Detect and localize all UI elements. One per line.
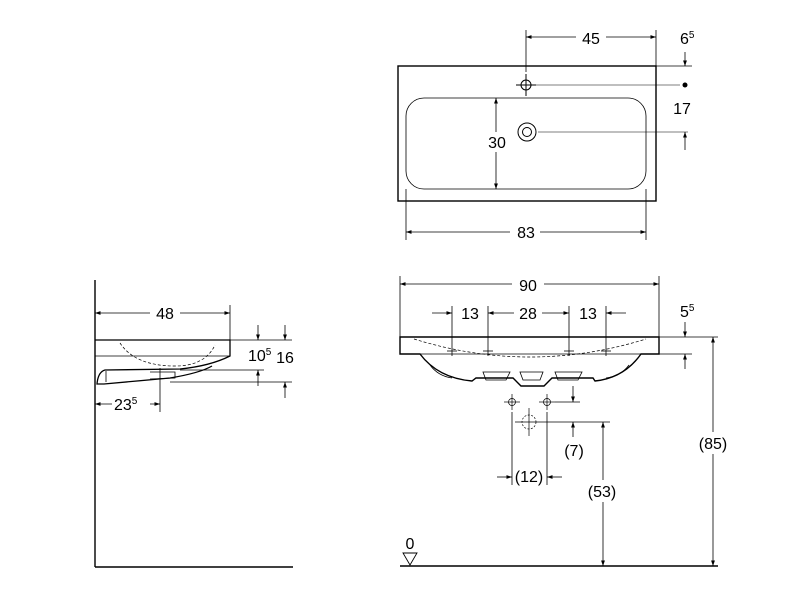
side-bowl-hidden-line [119, 342, 216, 367]
side-view-labels: 48 105 16 235 [112, 303, 294, 414]
label-rim-height: (85) [699, 436, 727, 453]
label-total-height: 16 [276, 350, 294, 367]
label-drain-height: (53) [588, 484, 616, 501]
label-floor-level: 0 [406, 536, 415, 553]
top-view [397, 30, 692, 240]
drain-crosshair-symbols [504, 394, 555, 436]
floor-level-triangle [402, 552, 418, 566]
label-width-83: 83 [517, 225, 535, 242]
basin-side-outline [95, 339, 231, 385]
label-tap-offset: 45 [582, 31, 600, 48]
label-width-90: 90 [519, 278, 537, 295]
dim-line-5-5 [659, 322, 718, 369]
dim-line-7 [543, 386, 610, 437]
tap-hole-symbol [516, 74, 680, 96]
label-bracket-left: 13 [461, 306, 479, 323]
label-drain-drop: (7) [564, 443, 584, 460]
top-view-outline [397, 65, 657, 202]
label-drain-offset: 17 [673, 101, 691, 118]
label-bowl-depth: 30 [488, 135, 506, 152]
bowl-hidden-line [413, 338, 647, 358]
label-drain-depth: 235 [114, 396, 138, 414]
dim-line-12 [497, 412, 562, 485]
side-view [94, 280, 293, 568]
reference-point-marker [682, 82, 688, 88]
top-view-bowl [405, 97, 647, 190]
label-front-height: 105 [248, 347, 272, 365]
dim-line-heights [170, 325, 292, 398]
dim-line-6-5 [656, 52, 692, 67]
label-rim-thickness: 55 [680, 303, 695, 321]
bracket-hole-markers [447, 346, 611, 356]
label-depth-48: 48 [156, 306, 174, 323]
drain-symbol [517, 122, 688, 142]
top-view-labels: 45 65 17 30 83 [485, 28, 695, 243]
label-bracket-middle: 28 [519, 306, 537, 323]
label-top-margin: 65 [680, 30, 695, 48]
label-drain-spacing: (12) [515, 469, 543, 486]
label-bracket-right: 13 [579, 306, 597, 323]
front-view [399, 276, 718, 567]
front-view-labels: 90 13 28 13 55 (7) (12) (53) (85) 0 [406, 275, 733, 553]
basin-front-outline [399, 336, 660, 387]
